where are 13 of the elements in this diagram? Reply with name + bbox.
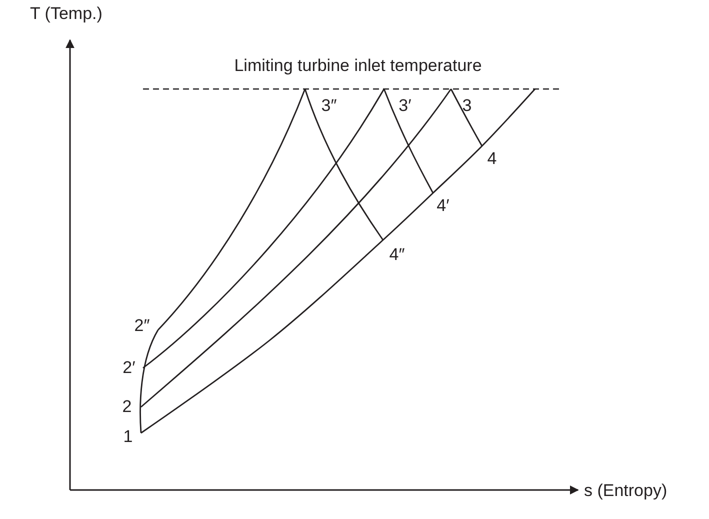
state-label: 4	[487, 150, 497, 167]
axis-label: T (Temp.)	[30, 5, 102, 22]
state-label: 2	[122, 398, 132, 415]
state-label: 2″	[134, 317, 150, 334]
state-label: 3″	[321, 97, 337, 114]
state-label: 3	[462, 97, 472, 114]
state-label: 3′	[398, 97, 412, 114]
limit-label: Limiting turbine inlet temperature	[234, 57, 482, 74]
axis-label: s (Entropy)	[584, 482, 668, 499]
state-label: 2′	[122, 359, 136, 376]
state-label: 1	[123, 428, 133, 445]
state-label: 4″	[389, 246, 405, 263]
state-label: 4′	[436, 197, 450, 214]
